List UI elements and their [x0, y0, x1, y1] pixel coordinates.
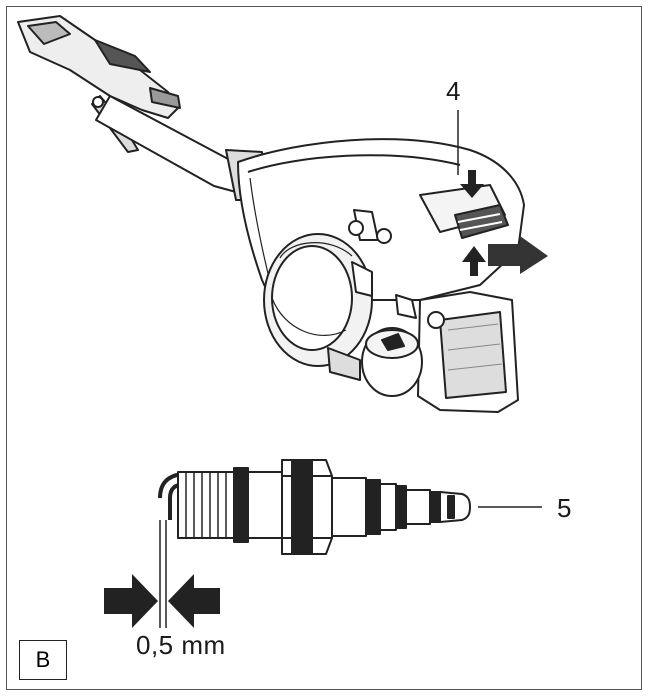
arrow-down-icon	[460, 170, 484, 198]
fuel-tank	[327, 291, 519, 413]
gap-indicator	[104, 520, 220, 628]
recoil-starter	[263, 233, 373, 367]
trimmer-engine-drawing	[17, 15, 525, 413]
figure-tag: B	[19, 640, 67, 680]
cover-arrows	[460, 170, 548, 276]
arrow-right-icon	[488, 236, 548, 274]
arrow-left-icon	[168, 574, 220, 628]
callout-label-5: 5	[557, 493, 572, 523]
callout-label-4: 4	[446, 76, 461, 106]
electrode-gap-label: 0,5 mm	[136, 630, 226, 660]
spark-plug-drawing	[158, 459, 471, 555]
arrow-up-icon	[462, 246, 486, 276]
arrow-right-icon	[104, 574, 158, 628]
